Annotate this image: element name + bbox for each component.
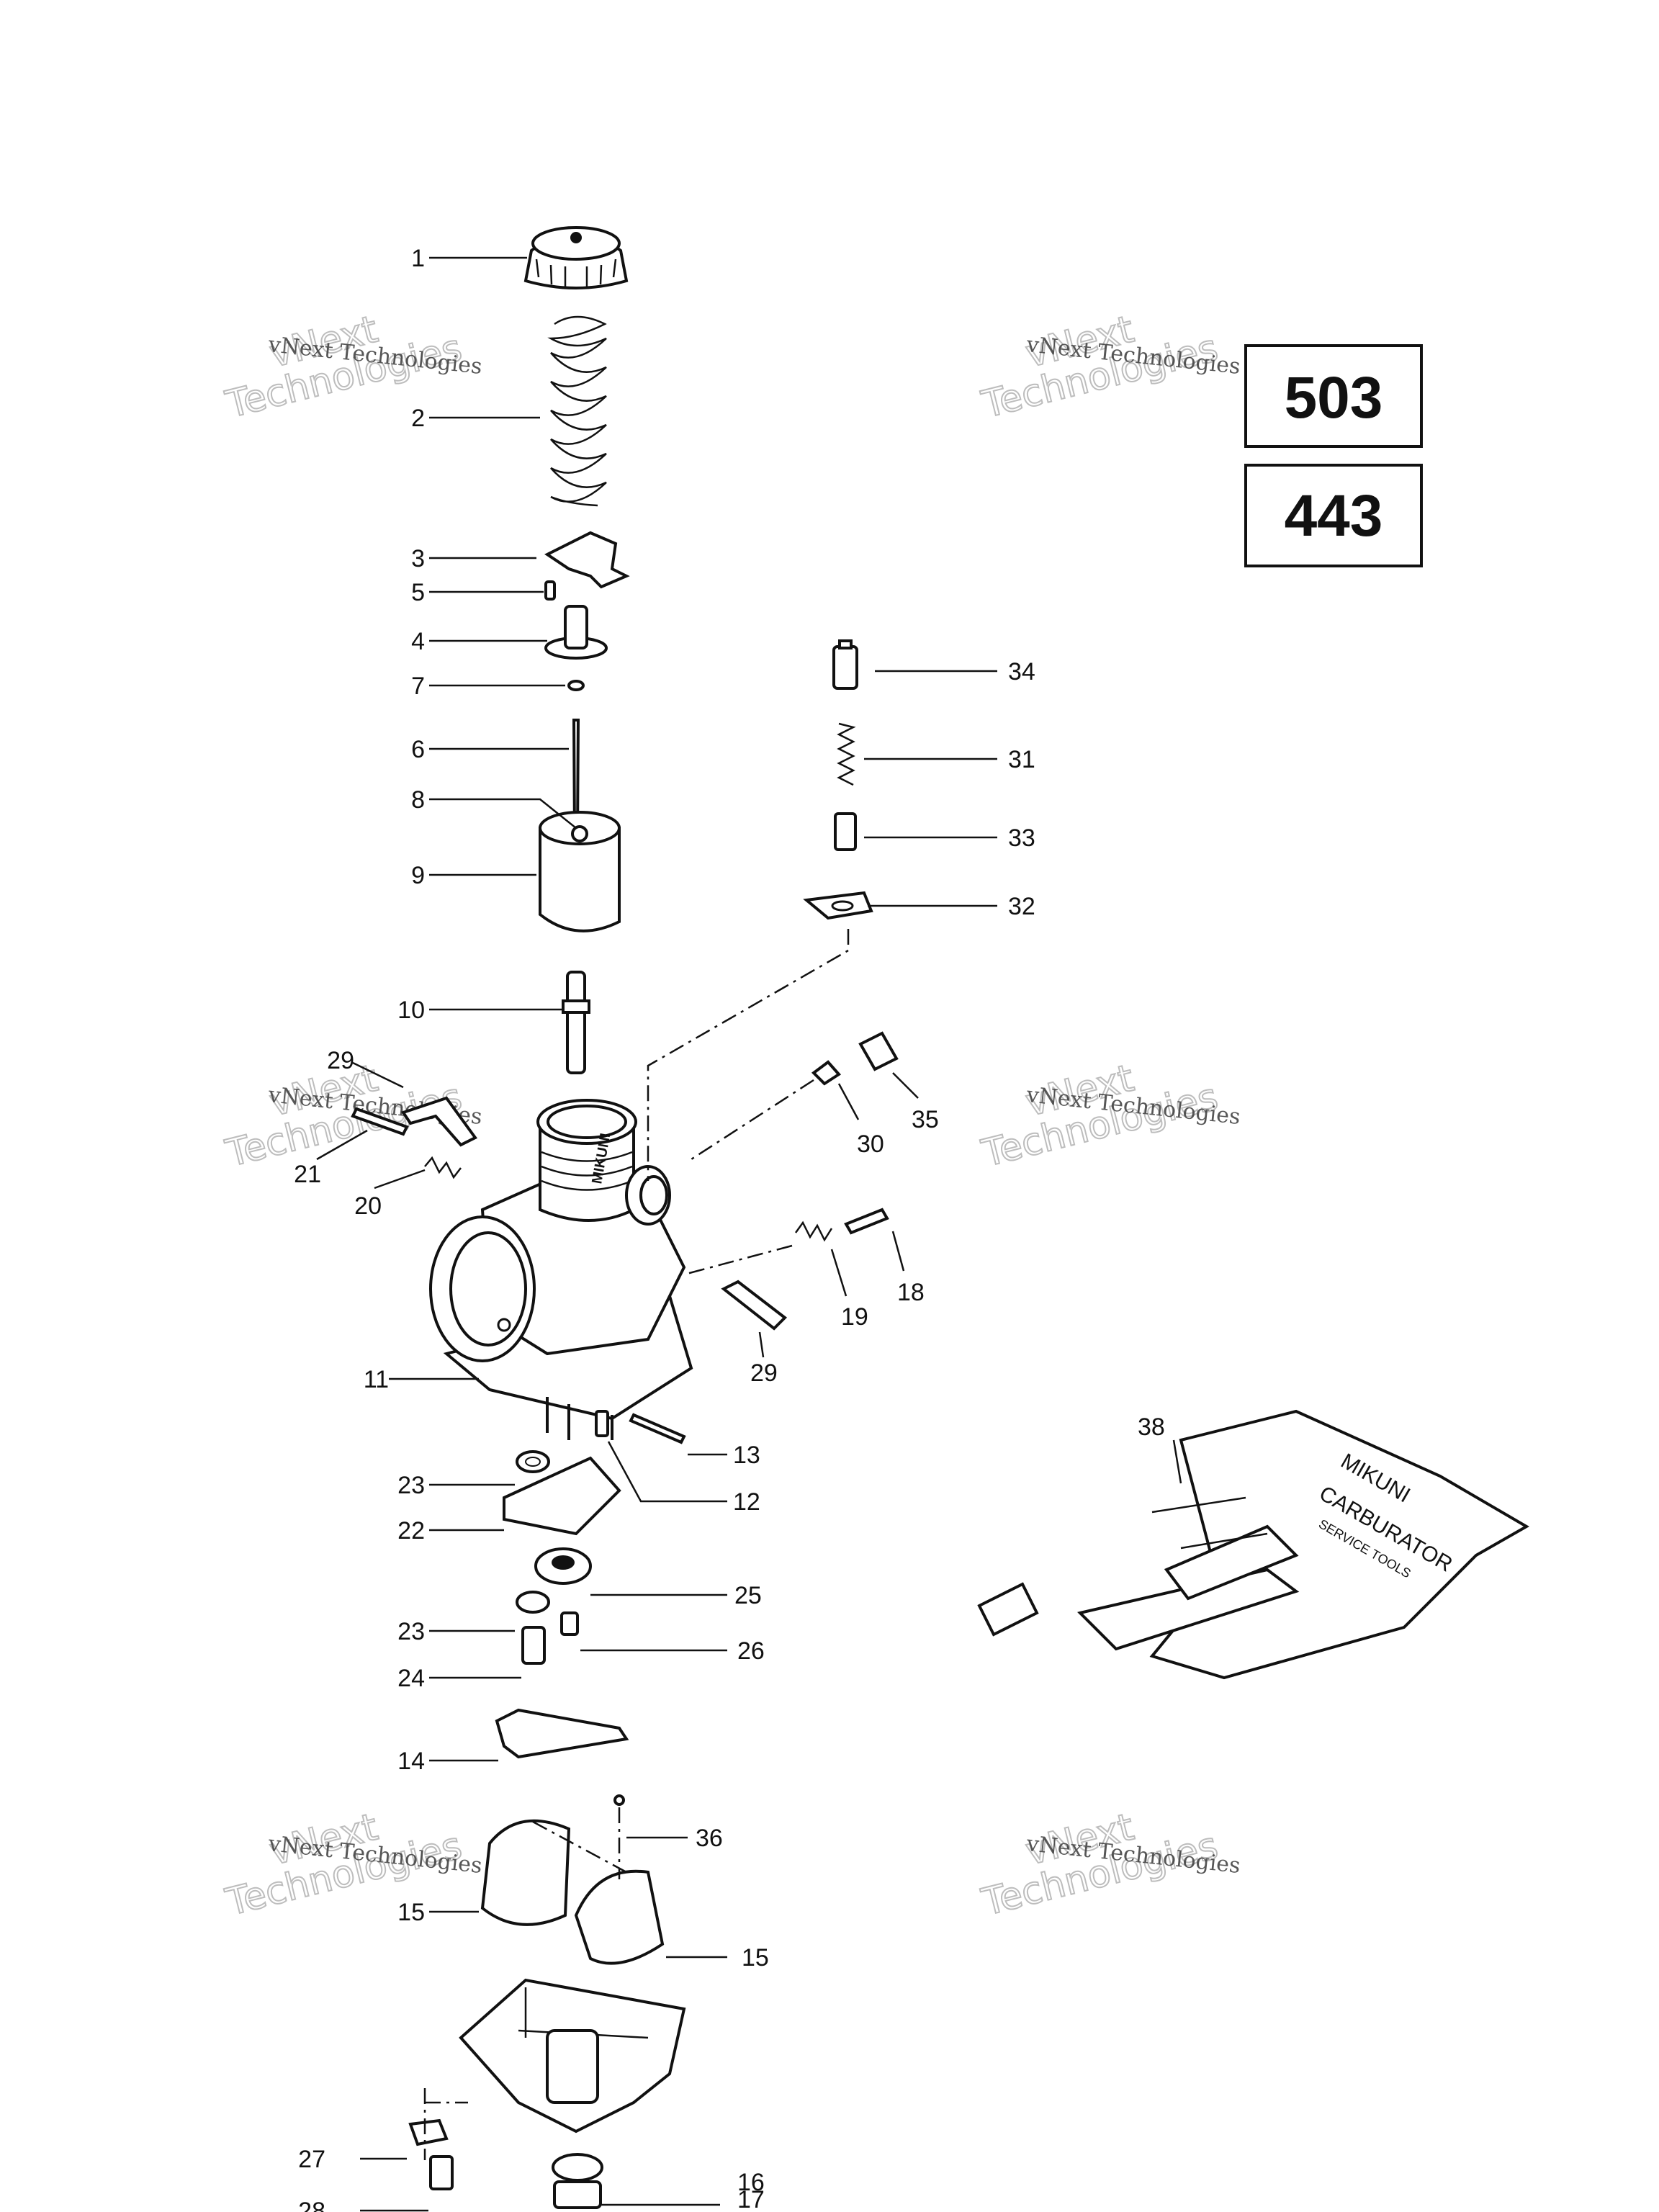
part-35-cap <box>858 1031 899 1071</box>
callout-16: 16 <box>737 2169 765 2196</box>
part-20-spring <box>424 1156 462 1179</box>
part-float-bowl <box>459 1978 686 2134</box>
part-3-needle-retainer-plate <box>544 531 630 589</box>
part-26-pilot-jet <box>560 1611 579 1636</box>
model-box-443: 443 <box>1244 464 1423 567</box>
part-29-fuel-line <box>400 1096 478 1147</box>
part-7-e-clip <box>567 680 585 691</box>
part-21-adjustment-screw <box>351 1107 409 1136</box>
part-32-plate <box>803 891 873 920</box>
callout-14: 14 <box>397 1748 425 1775</box>
part-31-spring <box>837 722 856 786</box>
part-13-pin <box>629 1413 686 1444</box>
callout-7: 7 <box>411 673 425 700</box>
part-27-bracket <box>408 2118 449 2146</box>
callout-1: 1 <box>411 245 425 272</box>
callout-15-right: 15 <box>742 1944 769 1972</box>
part-24-main-jet <box>521 1626 546 1665</box>
part-1-mixing-chamber-cap <box>523 226 629 289</box>
callout-15-left: 15 <box>397 1899 425 1926</box>
callout-23-upper: 23 <box>397 1472 425 1499</box>
callout-25: 25 <box>734 1582 762 1609</box>
callout-3: 3 <box>411 545 425 572</box>
model-box-503: 503 <box>1244 344 1423 448</box>
callout-12: 12 <box>733 1488 760 1516</box>
part-30-pilot-jet <box>811 1060 842 1086</box>
watermark-5: vNext Technologies vNext Technologies <box>221 1805 484 1925</box>
callout-labels: 1 2 3 5 4 7 6 8 9 10 29 21 20 11 34 31 3… <box>294 245 1165 2212</box>
part-11-carburetor-body: MIKUNI <box>429 1099 693 1440</box>
part-2-throttle-spring <box>547 315 607 507</box>
callout-6: 6 <box>411 736 425 763</box>
callout-26: 26 <box>737 1637 765 1665</box>
callout-22: 22 <box>397 1517 425 1545</box>
callout-34: 34 <box>1008 658 1035 685</box>
callout-21: 21 <box>294 1161 321 1188</box>
callout-23-lower: 23 <box>397 1618 425 1645</box>
callout-13: 13 <box>733 1442 760 1469</box>
callout-2: 2 <box>411 405 425 432</box>
part-36-pin <box>613 1794 625 1806</box>
callout-28: 28 <box>298 2198 325 2212</box>
callout-36: 36 <box>696 1825 723 1852</box>
callout-24: 24 <box>397 1665 425 1692</box>
callout-33: 33 <box>1008 824 1035 852</box>
callout-38: 38 <box>1138 1413 1165 1441</box>
assembly-lines <box>423 929 850 2160</box>
callout-32: 32 <box>1008 893 1035 920</box>
part-4-needle-holder <box>544 605 608 660</box>
part-16-gasket <box>552 2153 603 2182</box>
part-12-float-pin-screw <box>595 1410 609 1437</box>
part-23-washer-upper <box>516 1450 550 1473</box>
callout-20: 20 <box>354 1192 382 1220</box>
part-22-baffle-plate <box>503 1456 621 1536</box>
watermark-4: vNext Technologies vNext Technologies <box>977 1056 1242 1177</box>
callout-17: 17 <box>737 2186 765 2212</box>
part-17-drain-plug <box>553 2180 602 2209</box>
callout-9: 9 <box>411 862 425 889</box>
part-38-service-tool-kit: MIKUNI CARBURATOR SERVICE TOOLS <box>977 1409 1529 1680</box>
callout-4: 4 <box>411 628 425 655</box>
part-10-needle-jet <box>562 971 590 1074</box>
callout-29-upper: 29 <box>327 1047 354 1074</box>
part-34-cable-adjuster <box>832 639 858 690</box>
part-15-float-right <box>574 1869 665 1965</box>
callout-29-lower: 29 <box>750 1359 778 1387</box>
callout-30: 30 <box>857 1130 884 1158</box>
callout-35: 35 <box>912 1106 939 1133</box>
part-18-air-screw <box>844 1208 889 1235</box>
callout-31: 31 <box>1008 746 1035 773</box>
callout-5: 5 <box>411 579 425 606</box>
part-33-plunger <box>834 812 857 851</box>
part-28-screw <box>429 2155 454 2190</box>
part-23-washer-lower <box>516 1591 550 1614</box>
callout-19: 19 <box>841 1303 868 1331</box>
model-label-443: 443 <box>1285 483 1383 549</box>
part-9-throttle-valve <box>539 811 621 932</box>
part-14-float-arm <box>495 1708 629 1759</box>
callout-10: 10 <box>397 997 425 1024</box>
callout-11: 11 <box>364 1366 389 1393</box>
part-25-float-chamber-seat <box>534 1547 592 1585</box>
leader-lines <box>316 256 1182 2212</box>
callout-18: 18 <box>897 1279 925 1306</box>
watermark-2: vNext Technologies vNext Technologies <box>977 307 1242 428</box>
callout-27: 27 <box>298 2146 325 2173</box>
watermark-1: vNext Technologies vNext Technologies <box>221 307 484 428</box>
part-15-float-left <box>480 1819 571 1926</box>
model-label-503: 503 <box>1285 365 1383 431</box>
part-29-tube <box>721 1280 788 1331</box>
part-19-spring <box>794 1220 833 1242</box>
watermark-6: vNext Technologies vNext Technologies <box>977 1805 1242 1925</box>
callout-8: 8 <box>411 786 425 814</box>
part-5-screw <box>544 580 556 601</box>
